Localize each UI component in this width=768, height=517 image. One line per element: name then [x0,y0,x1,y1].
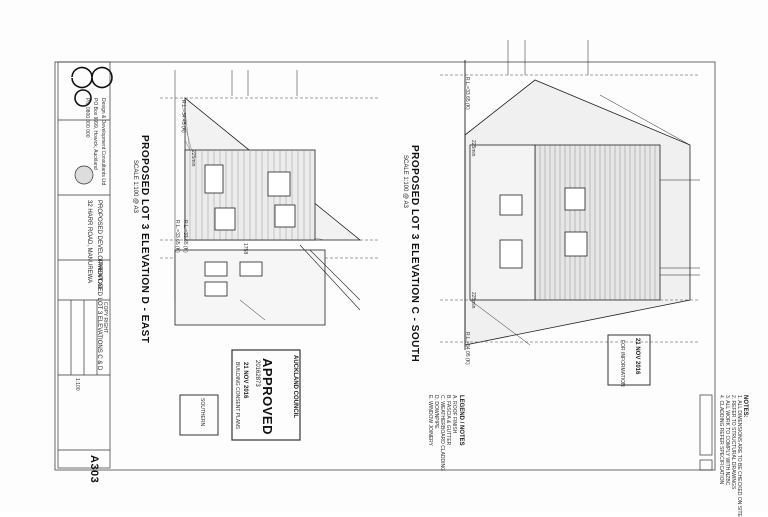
firm-phone: Ph: 0800 000 000 [84,98,90,138]
info-stamp-label: FOR INFORMATION [619,340,625,387]
notes-heading: NOTES: [742,395,748,418]
east-rl-bottom: R.L.=33.65 (K) [174,220,180,253]
approval-stamp-frame [179,334,651,441]
note-item: 1. ALL DIMENSIONS ARE TO BE CHECKED ON S… [736,395,742,517]
approval-date: 21 NOV 2016 [242,362,248,399]
copy-right-label: COPY RIGHT [102,302,108,334]
info-stamp-date: 21 NOV 2016 [634,338,640,375]
title-block-frame [57,61,111,469]
note-item: 3. ALL WORK TO COMPLY WITH NZBC [724,395,730,486]
legend-heading: LEGEND / NOTES [458,395,464,446]
consent-number: 20162873 [254,360,260,387]
east-dim-2: 1758 [242,243,248,255]
note-item: 4. CLADDING REFER SPECIFICATION [718,395,724,485]
south-dim-1: 225min [470,140,476,157]
legend-item: E. WINDOW JOINERY [427,395,433,447]
south-rl-bottom: R.L.=34.05 (K) [464,332,470,365]
legend-item: C. WEATHERBOARD CLADDING [439,395,445,472]
firm-address: PO Box 9999, Howick, Auckland [92,98,98,170]
approval-sub: BUILDING CONSENT PLANS [234,362,240,430]
legend-item: B. FASCIA & GUTTER [445,395,451,446]
council-stamp-name: AUCKLAND COUNCIL [292,355,298,418]
southern-stamp: SOUTHERN [199,398,205,427]
south-elevation-title: PROPOSED LOT 3 ELEVATION C - SOUTH [409,145,420,363]
east-dim-1: 225min [190,150,196,167]
certification-badge-icon [74,165,94,185]
firm-name: Design & Development Consultants Ltd [100,98,106,186]
east-rl-top: R.L.=34.45 (A) [180,100,186,133]
south-rl-top: R.L.=33.65 (K) [464,77,470,110]
drawing-number: A303 [88,455,100,484]
approved-stamp: APPROVED [260,358,275,435]
note-item: 2. REFER TO STRUCTURAL DRAWINGS [730,395,736,490]
legend-item: D. DOWNPIPE [433,395,439,429]
project-address: 32 HARR ROAD, MANUREWA [86,200,92,284]
east-rl-bottom-2: R.L.=33.65 (K) [182,220,188,253]
south-dim-2: 225min [470,292,476,309]
legend-item: A. ROOF FINISH [451,395,457,434]
firm-logo [71,66,113,107]
south-elevation-scale: SCALE 1:100 @ A3 [402,155,408,208]
east-elevation-drawing [160,70,380,326]
south-elevation-drawing [440,40,700,350]
east-elevation-title: PROPOSED LOT 3 ELEVATION D - EAST [139,135,150,344]
east-elevation-scale: SCALE 1:100 @ A3 [132,160,138,213]
scale-label: 1:100 [74,378,80,391]
